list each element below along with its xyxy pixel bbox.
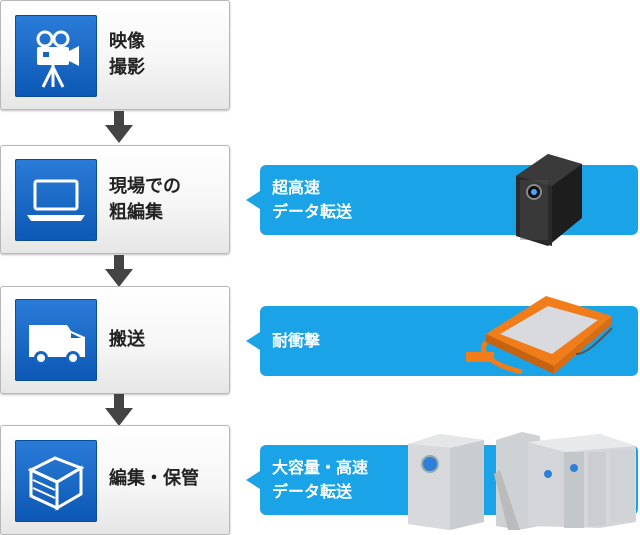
callout-text: 大容量・高速 データ転送 bbox=[272, 458, 369, 501]
step-editing-storage: 編集・保管 bbox=[0, 425, 230, 535]
rugged-drive-image bbox=[466, 296, 613, 375]
down-arrow-icon bbox=[105, 394, 133, 426]
step-transport: 搬送 bbox=[0, 286, 230, 394]
laptop-icon bbox=[15, 159, 97, 241]
raid-drives-image bbox=[408, 432, 636, 530]
server-rack-icon bbox=[15, 440, 97, 522]
step-label: 編集・保管 bbox=[109, 468, 199, 489]
step-video-shooting: 映像 撮影 bbox=[0, 0, 230, 110]
step-label: 現場での 粗編集 bbox=[109, 176, 181, 223]
callout-text: 耐衝撃 bbox=[272, 331, 321, 350]
step-label: 搬送 bbox=[109, 329, 145, 350]
callout-text: 超高速 データ転送 bbox=[272, 178, 353, 221]
thunderbolt-drive-image bbox=[516, 154, 582, 246]
van-icon bbox=[15, 299, 97, 381]
step-label: 映像 撮影 bbox=[109, 31, 145, 78]
video-camera-icon bbox=[15, 15, 97, 97]
down-arrow-icon bbox=[105, 255, 133, 287]
down-arrow-icon bbox=[105, 111, 133, 143]
step-field-editing: 現場での 粗編集 bbox=[0, 145, 230, 254]
